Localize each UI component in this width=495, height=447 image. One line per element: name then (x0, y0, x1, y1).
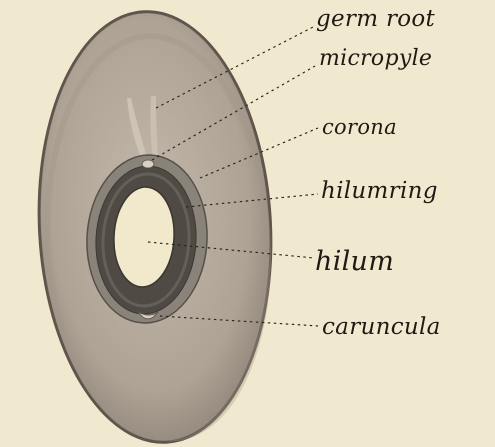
label-micropyle: micropyle (319, 46, 432, 71)
label-germ-root: germ root (316, 6, 436, 32)
micropyle (142, 160, 154, 168)
label-hilumring: hilumring (321, 178, 438, 204)
label-corona: corona (322, 115, 397, 139)
label-hilum: hilum (315, 246, 394, 277)
label-caruncula: caruncula (322, 314, 441, 340)
labels: germ root micropyle corona hilumring hil… (315, 6, 441, 340)
